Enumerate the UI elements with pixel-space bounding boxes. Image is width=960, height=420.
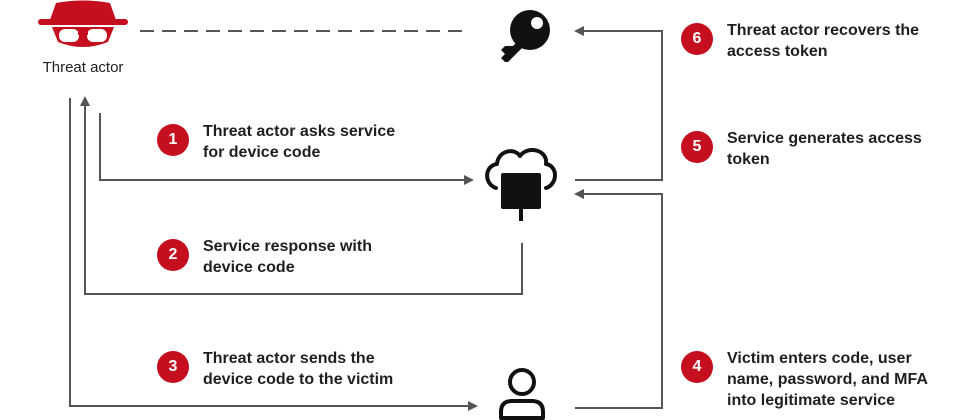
step-number-badge: 2 [157, 239, 189, 271]
step-text-line: Service response with [203, 238, 372, 255]
step-number-badge: 1 [157, 124, 189, 156]
key-icon [501, 10, 550, 62]
threat-actor-label: Threat actor [42, 59, 124, 76]
step-4: 4 Victim enters code, user name, passwor… [681, 348, 928, 411]
step-description: Threat actor recovers the access token [727, 20, 919, 62]
step-description: Threat actor sends the device code to th… [203, 348, 393, 390]
step-number-badge: 5 [681, 131, 713, 163]
step-text-line: token [727, 151, 770, 168]
arrow-request-device-code [99, 113, 474, 185]
step-text-line: Threat actor recovers the [727, 22, 920, 39]
arrow-device-code-response [80, 96, 523, 295]
arrow-token-to-actor [574, 26, 663, 181]
step-text-line: Threat actor sends the [203, 350, 375, 367]
user-icon [499, 368, 545, 420]
step-6: 6 Threat actor recovers the access token [681, 20, 919, 62]
step-text-line: name, password, and MFA [727, 371, 928, 388]
step-2: 2 Service response with device code [157, 236, 372, 278]
step-description: Victim enters code, user name, password,… [727, 348, 928, 411]
step-text-line: Service generates access [727, 130, 922, 147]
step-description: Service generates access token [727, 128, 922, 170]
step-text-line: for device code [203, 144, 321, 161]
step-1: 1 Threat actor asks service for device c… [157, 121, 395, 163]
step-number-badge: 4 [681, 351, 713, 383]
step-number-badge: 6 [681, 23, 713, 55]
step-number-badge: 3 [157, 351, 189, 383]
step-text-line: device code [203, 259, 295, 276]
step-text-line: device code to the victim [203, 371, 394, 388]
step-description: Service response with device code [203, 236, 372, 278]
step-text-line: into legitimate service [727, 392, 896, 409]
step-3: 3 Threat actor sends the device code to … [157, 348, 393, 390]
step-5: 5 Service generates access token [681, 128, 922, 170]
connectors [69, 26, 663, 411]
cloud-computer-icon [485, 148, 557, 221]
threat-actor-icon [38, 0, 128, 47]
arrow-send-code-to-victim [69, 98, 478, 411]
step-text-line: Threat actor asks service [203, 123, 396, 140]
step-text-line: Victim enters code, user [727, 350, 912, 367]
step-text-line: access token [727, 43, 828, 60]
arrow-victim-enters-code [574, 189, 663, 409]
step-description: Threat actor asks service for device cod… [203, 121, 395, 163]
